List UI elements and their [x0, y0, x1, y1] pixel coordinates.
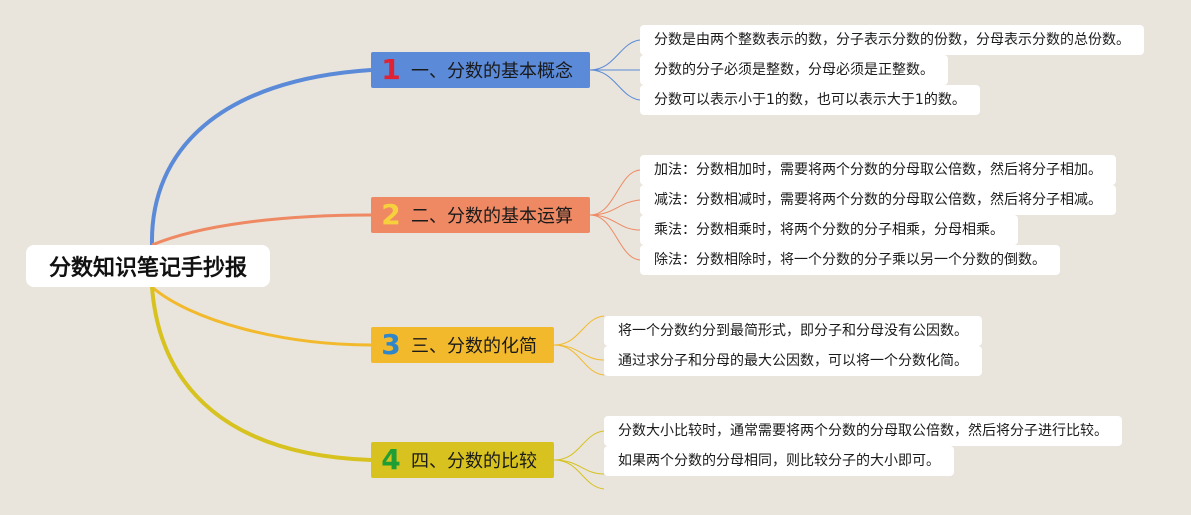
connector-b2-leaf-1: [589, 169, 641, 216]
leaf-2-3[interactable]: 乘法：分数相乘时，将两个分数的分子相乘，分母相乘。: [640, 215, 1018, 245]
leaf-2-2[interactable]: 减法：分数相减时，需要将两个分数的分母取公倍数，然后将分子相减。: [640, 185, 1116, 215]
leaf-4-2[interactable]: 如果两个分数的分母相同，则比较分子的大小即可。: [604, 446, 954, 476]
root-title-node[interactable]: 分数知识笔记手抄报: [26, 245, 270, 287]
leaf-3-1[interactable]: 将一个分数约分到最简形式，即分子和分母没有公因数。: [604, 316, 982, 346]
connector-root-to-branch-3: [151, 285, 372, 347]
branch-3-node[interactable]: 3 三、分数的化简: [371, 327, 554, 363]
leaf-3-2[interactable]: 通过求分子和分母的最大公因数，可以将一个分数化简。: [604, 346, 982, 376]
leaf-1-1[interactable]: 分数是由两个整数表示的数，分子表示分数的份数，分母表示分数的总份数。: [640, 25, 1144, 55]
branch-3-label: 三、分数的化简: [411, 336, 537, 357]
root-title: 分数知识笔记手抄报: [48, 256, 247, 281]
connector-b4-leaf-3: [553, 459, 605, 490]
leaf-4-1[interactable]: 分数大小比较时，通常需要将两个分数的分母取公倍数，然后将分子进行比较。: [604, 416, 1122, 446]
connector-b3-leaf-3: [553, 344, 605, 376]
connector-b3-leaf-1: [553, 315, 605, 346]
branch-4-node[interactable]: 4 四、分数的比较: [371, 442, 554, 478]
branch-1-number: 1: [381, 53, 401, 86]
connector-b2-leaf-4: [589, 214, 641, 261]
connector-b2-leaf-2: [589, 199, 641, 216]
connector-root-to-branch-2: [151, 213, 372, 247]
connector-b1-leaf-1: [589, 39, 641, 71]
branch-4-number: 4: [381, 443, 401, 476]
branch-2-label: 二、分数的基本运算: [411, 206, 573, 227]
branch-2-node[interactable]: 2 二、分数的基本运算: [371, 197, 590, 233]
branch-3-number: 3: [381, 328, 401, 361]
connector-root-to-branch-1: [149, 68, 372, 246]
branch-1-node[interactable]: 1 一、分数的基本概念: [371, 52, 590, 88]
leaf-1-3[interactable]: 分数可以表示小于1的数，也可以表示大于1的数。: [640, 85, 980, 115]
connector-b2-leaf-3: [589, 214, 641, 231]
connector-b1-leaf-3: [589, 69, 641, 101]
branch-4-label: 四、分数的比较: [411, 451, 537, 472]
leaf-1-2[interactable]: 分数的分子必须是整数，分母必须是正整数。: [640, 55, 948, 85]
connector-root-to-branch-4: [150, 286, 372, 462]
branch-1-label: 一、分数的基本概念: [411, 61, 573, 82]
leaf-2-1[interactable]: 加法：分数相加时，需要将两个分数的分母取公倍数，然后将分子相加。: [640, 155, 1116, 185]
branch-2-number: 2: [381, 198, 401, 231]
leaf-2-4[interactable]: 除法：分数相除时，将一个分数的分子乘以另一个分数的倒数。: [640, 245, 1060, 275]
connector-b4-leaf-1: [553, 430, 605, 461]
